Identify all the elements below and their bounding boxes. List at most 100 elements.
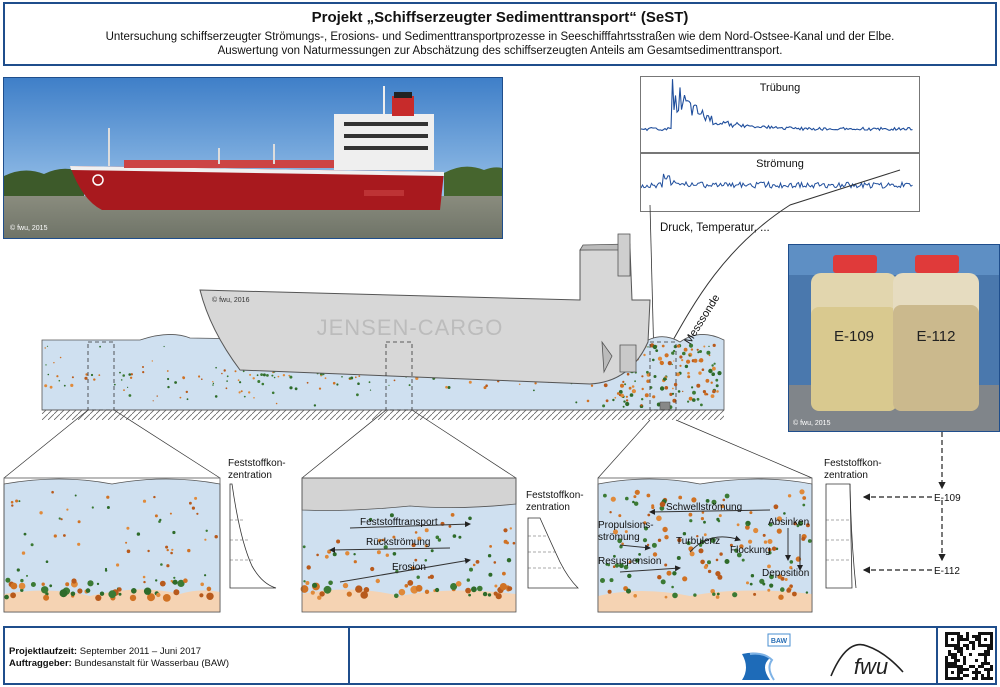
header: Projekt „Schiffserzeugter Sedimenttransp… xyxy=(3,2,997,66)
sediment-particle xyxy=(277,375,280,378)
sediment-particle xyxy=(780,587,785,592)
sediment-particle xyxy=(327,549,331,553)
sediment-particle xyxy=(627,573,632,579)
sediment-particle xyxy=(792,591,797,597)
sediment-particle xyxy=(415,584,423,592)
sediment-particle xyxy=(282,374,286,377)
sediment-particle xyxy=(628,386,632,390)
sediment-particle xyxy=(306,565,311,570)
sediment-particle xyxy=(289,375,293,379)
sediment-particle xyxy=(625,401,630,407)
sediment-particle xyxy=(789,560,794,564)
sediment-particle xyxy=(127,386,129,388)
sediment-particle xyxy=(767,548,772,552)
sediment-particle xyxy=(174,381,178,384)
sediment-particle xyxy=(376,550,381,555)
sediment-particle xyxy=(358,375,361,377)
sediment-particle xyxy=(749,511,753,515)
sediment-particle xyxy=(130,373,133,376)
sediment-particle xyxy=(30,543,34,547)
sediment-particle xyxy=(239,381,242,384)
sediment-particle xyxy=(223,369,226,372)
sediment-particle xyxy=(715,595,720,599)
sediment-particle xyxy=(679,355,683,359)
sediment-particle xyxy=(261,382,265,386)
sediment-particle xyxy=(11,504,14,507)
sediment-particle xyxy=(621,542,624,546)
sediment-particle xyxy=(677,390,681,393)
conc-label-2-line1: Feststoffkon- xyxy=(526,490,584,501)
sediment-particle xyxy=(607,589,612,594)
sediment-particle xyxy=(494,584,498,588)
sediment-particle xyxy=(45,560,49,563)
sediment-particle xyxy=(590,384,594,387)
sediment-particle xyxy=(56,375,59,378)
sediment-particle xyxy=(671,363,673,366)
sediment-particle xyxy=(493,561,497,564)
sediment-particle xyxy=(659,386,665,391)
sediment-particle xyxy=(734,548,739,553)
sediment-particle xyxy=(499,583,507,591)
sediment-particle xyxy=(724,559,730,564)
sediment-particle xyxy=(44,347,46,349)
subtitle-line-2: Auswertung von Naturmessungen zur Abschä… xyxy=(217,45,783,57)
sediment-particle xyxy=(357,382,360,386)
sediment-particle xyxy=(345,551,350,556)
sediment-particle xyxy=(641,398,644,401)
sediment-particle xyxy=(575,401,578,404)
sediment-particle xyxy=(705,378,710,383)
sediment-particle xyxy=(699,350,702,353)
sediment-particle xyxy=(189,501,192,505)
sediment-particle xyxy=(104,569,108,572)
sediment-particle xyxy=(123,389,125,391)
sediment-particle xyxy=(177,579,185,588)
sediment-particle xyxy=(586,399,590,403)
sediment-particle xyxy=(802,503,806,507)
sediment-particle xyxy=(626,588,631,594)
sediment-particle xyxy=(156,592,161,598)
sediment-particle xyxy=(622,405,625,408)
sediment-particle xyxy=(383,545,388,550)
sediment-particle xyxy=(183,578,188,583)
sediment-particle xyxy=(336,539,341,544)
concentration-profile-1: Feststoffkon- zentration xyxy=(228,458,286,589)
sediment-particle xyxy=(712,389,716,394)
sediment-particle xyxy=(151,360,153,362)
sediment-particle xyxy=(631,385,635,388)
label-schwellstroemung: Schwellströmung xyxy=(666,502,742,513)
conc-label-3-line1: Feststoffkon- xyxy=(824,458,882,469)
sediment-particle xyxy=(273,376,276,379)
sediment-particle xyxy=(271,391,275,395)
sediment-particle xyxy=(398,588,406,596)
sediment-particle xyxy=(126,526,130,530)
sediment-particle xyxy=(377,538,382,543)
sediment-particle xyxy=(799,489,805,495)
sediment-particle xyxy=(625,399,629,402)
sediment-particle xyxy=(702,390,707,394)
sample-bottles-image: E-109 E-112 © fwu, 2015 xyxy=(789,245,999,431)
sediment-particle xyxy=(482,591,488,597)
sediment-particle xyxy=(319,591,325,597)
sediment-particle xyxy=(602,404,606,408)
sediment-particle xyxy=(663,377,667,381)
sediment-particle xyxy=(716,390,719,393)
sediment-particle xyxy=(435,587,440,593)
sediment-particle xyxy=(677,537,682,543)
sediment-particle xyxy=(477,585,483,592)
sediment-particle xyxy=(635,558,640,563)
sediment-particle xyxy=(701,511,705,514)
footer: Projektlaufzeit: September 2011 – Juni 2… xyxy=(3,626,997,685)
sediment-particle xyxy=(712,592,716,596)
sediment-particle xyxy=(653,375,657,378)
fwu-logo-text: fwu xyxy=(854,654,888,679)
sediment-particle xyxy=(503,539,508,544)
sediment-particle xyxy=(104,567,108,571)
qr-code[interactable] xyxy=(945,632,993,680)
sediment-particle xyxy=(85,588,91,593)
turbidity-panel: Trübung xyxy=(640,76,920,154)
sediment-particle xyxy=(729,543,733,547)
sediment-particle xyxy=(750,574,755,578)
sediment-particle xyxy=(749,582,753,586)
sediment-particle xyxy=(509,527,512,530)
sediment-particle xyxy=(187,548,191,553)
